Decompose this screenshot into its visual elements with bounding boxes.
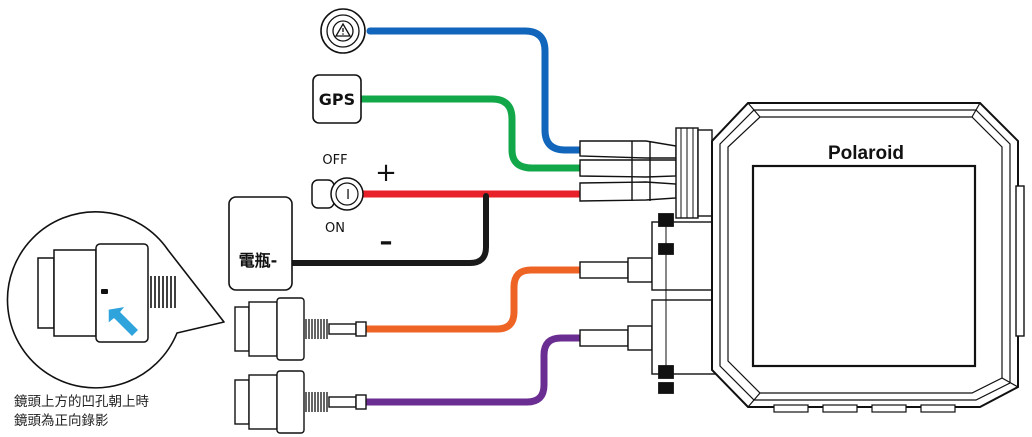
power-switch: OFF I ON bbox=[311, 153, 364, 236]
switch-symbol: I bbox=[346, 188, 350, 203]
plus-symbol: + bbox=[375, 158, 397, 188]
arrow-icon bbox=[107, 305, 140, 338]
warning-triangle-icon bbox=[334, 22, 352, 37]
power-cable-stubs bbox=[579, 140, 677, 202]
caption-line-2: 鏡頭為正向錄影 bbox=[14, 413, 109, 429]
front-camera-wire bbox=[361, 266, 586, 333]
gps-label: GPS bbox=[319, 90, 355, 109]
switch-off-label: OFF bbox=[322, 153, 347, 168]
rear-camera-lens bbox=[234, 370, 367, 434]
switch-on-label: ON bbox=[325, 221, 345, 236]
rear-camera-wire bbox=[361, 334, 586, 406]
front-camera-lens bbox=[234, 297, 367, 361]
device-brand-label: Polaroid bbox=[828, 143, 904, 164]
emergency-button-wire bbox=[366, 27, 604, 154]
battery-terminal: 電瓶- bbox=[228, 196, 293, 291]
device-body bbox=[651, 102, 1025, 413]
lens-notch bbox=[101, 289, 108, 294]
minus-symbol: – bbox=[380, 227, 393, 257]
emergency-button bbox=[320, 8, 366, 54]
power-minus-wire bbox=[289, 193, 489, 266]
lens-zoom-callout bbox=[6, 211, 225, 389]
gps-module: GPS bbox=[312, 74, 362, 124]
caption-line-1: 鏡頭上方的凹孔朝上時 bbox=[14, 394, 149, 410]
lens-orientation-caption: 鏡頭上方的凹孔朝上時 鏡頭為正向錄影 bbox=[14, 393, 244, 431]
gps-wire bbox=[358, 95, 604, 172]
camera-cable-stubs bbox=[579, 257, 653, 351]
battery-label: 電瓶- bbox=[239, 251, 278, 270]
